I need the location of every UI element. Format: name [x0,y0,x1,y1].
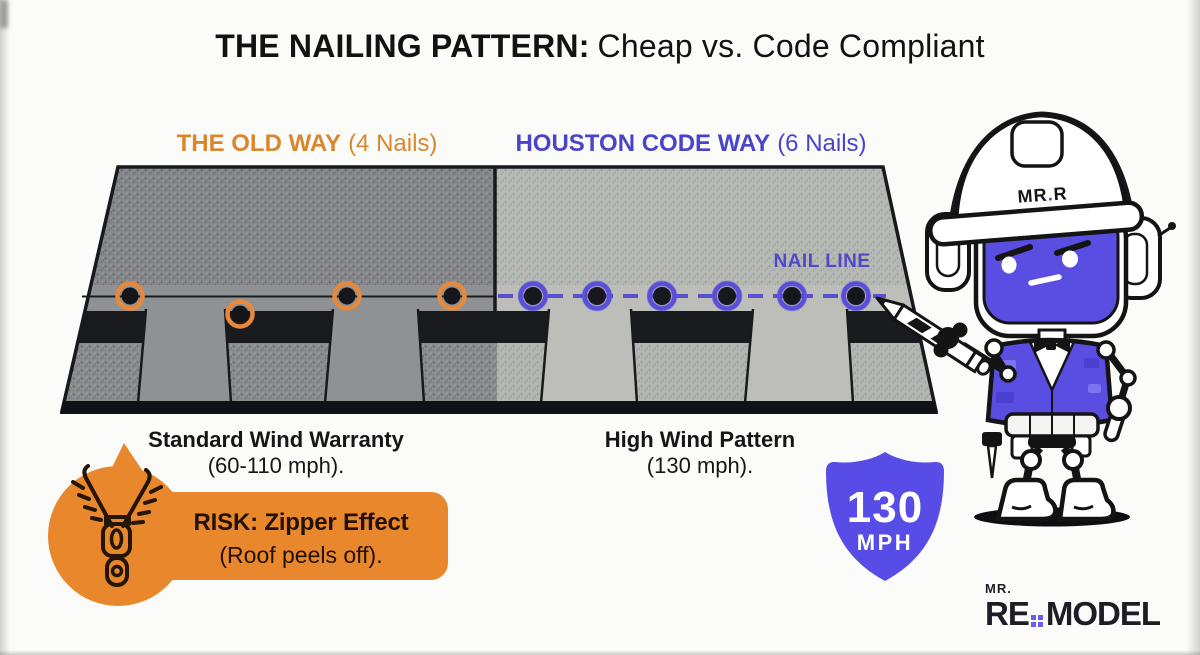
left-arm [875,296,1017,383]
hat-label: MR.R [1017,183,1068,206]
scan-edge-left [0,0,10,655]
keyway-shadows [77,311,922,343]
code-way-nails [517,280,872,312]
eyebrow-icon [1054,240,1091,256]
bow-tie-icon [1034,338,1050,353]
shield-badge-text: 130 MPH [846,483,924,556]
drill-icon [982,432,1002,446]
risk-callout-text: RISK: Zipper Effect (Roof peels off). [193,509,409,568]
nail-marker-code [646,280,678,312]
window-icon [1030,615,1043,627]
title-emphasis: THE NAILING PATTERN: [215,28,590,64]
nail-marker-old [437,281,467,311]
roof-shingle-diagram [59,165,939,414]
page-title: THE NAILING PATTERN:Cheap vs. Code Compl… [0,28,1200,65]
scan-corner-smudge [0,0,8,28]
mascot-robot: MR.R [875,111,1176,527]
old-way-caption: Standard Wind Warranty (60-110 mph). [148,427,404,478]
mouth-icon [1028,274,1062,286]
nail-marker-old-misplaced [225,299,255,329]
zipper-icon [71,464,163,587]
nail-marker-code [840,280,872,312]
nail-marker-code [711,280,743,312]
tool-belt [982,412,1100,479]
title-rest: Cheap vs. Code Compliant [597,28,985,64]
code-way-caption: High Wind Pattern (130 mph). [604,427,796,478]
risk-callout-bubble [48,443,448,606]
hard-hat-icon: MR.R [928,112,1145,247]
old-way-nails [115,281,467,329]
nail-line-label: NAIL LINE [773,251,871,272]
robot-legs [974,436,1130,527]
wind-rating-shield [826,452,944,581]
scan-edge-bottom [0,650,1200,655]
logo-prefix: MR. [985,581,1012,596]
scan-edge-right [1187,0,1200,655]
right-arm [1096,340,1137,443]
nail-marker-code [517,280,549,312]
nail-marker-old [332,281,362,311]
nail-marker-code [776,280,808,312]
drip-edge [60,401,938,414]
nail-marker-old [115,281,145,311]
logo-wordmark: RE MODEL [985,595,1161,632]
eye-icon [1001,256,1017,274]
mitten-hand [1106,395,1132,421]
lower-course [63,343,935,403]
eyebrow-icon [995,244,1033,261]
old-way-heading: THE OLD WAY(4 Nails) [176,130,438,157]
boot-icon [995,477,1058,522]
brand-logo: MR. RE MODEL [985,581,1161,632]
boot-icon [1057,477,1116,522]
eye-icon [1062,250,1078,268]
nail-marker-code [581,280,613,312]
code-way-heading: HOUSTON CODE WAY(6 Nails) [515,130,867,157]
